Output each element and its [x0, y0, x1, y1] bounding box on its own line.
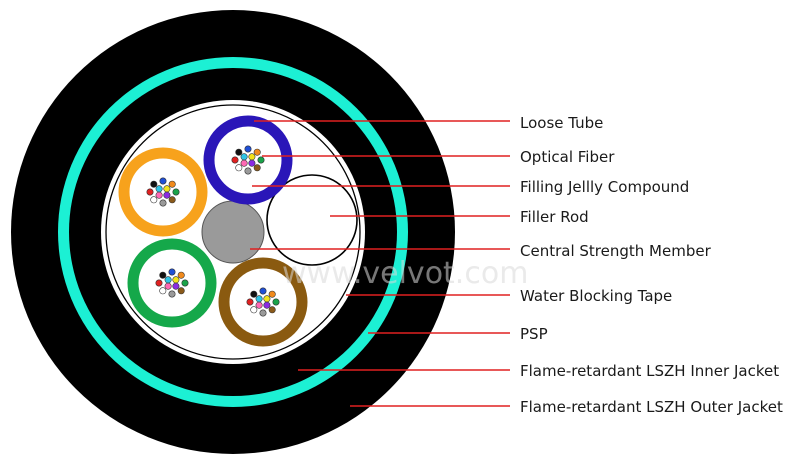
optical-fiber — [244, 167, 252, 175]
loose-tube-brown — [218, 257, 308, 347]
label-water-blocking-tape: Water Blocking Tape — [520, 287, 672, 305]
optical-fiber — [240, 159, 248, 167]
label-filler-rod: Filler Rod — [520, 208, 589, 226]
optical-fiber-bundle — [146, 177, 180, 207]
optical-fiber — [168, 290, 176, 298]
optical-fiber — [168, 196, 176, 204]
optical-fiber — [248, 153, 256, 161]
optical-fiber — [150, 180, 158, 188]
optical-fiber — [155, 279, 163, 287]
optical-fiber — [159, 287, 167, 295]
optical-fiber — [231, 156, 239, 164]
watermark: www.velvot.com — [282, 256, 528, 291]
optical-fiber-bundle — [246, 287, 280, 317]
optical-fiber — [250, 290, 258, 298]
optical-fiber — [168, 268, 176, 276]
optical-fiber — [259, 309, 267, 317]
optical-fiber — [259, 287, 267, 295]
optical-fiber — [146, 188, 154, 196]
label-optical-fiber: Optical Fiber — [520, 148, 615, 166]
optical-fiber — [255, 295, 263, 303]
optical-fiber — [255, 301, 263, 309]
leader-lines — [250, 120, 510, 407]
optical-fiber — [159, 199, 167, 207]
optical-fiber — [150, 196, 158, 204]
optical-fiber — [155, 191, 163, 199]
optical-fiber — [155, 185, 163, 193]
optical-fiber — [164, 282, 172, 290]
loose-tube-orange — [118, 147, 208, 237]
optical-fiber — [257, 156, 265, 164]
optical-fiber — [159, 271, 167, 279]
optical-fiber — [253, 164, 261, 172]
optical-fiber — [172, 282, 180, 290]
label-outer-jacket: Flame-retardant LSZH Outer Jacket — [520, 398, 783, 416]
optical-fiber — [177, 271, 185, 279]
optical-fiber — [163, 191, 171, 199]
optical-fiber-bundle — [155, 268, 189, 298]
label-inner-jacket: Flame-retardant LSZH Inner Jacket — [520, 362, 779, 380]
loose-tubes — [118, 115, 308, 347]
optical-fiber — [248, 159, 256, 167]
optical-fiber — [253, 148, 261, 156]
optical-fiber — [164, 276, 172, 284]
optical-fiber — [177, 287, 185, 295]
filler-rod — [266, 174, 358, 266]
optical-fiber — [159, 177, 167, 185]
label-filling-jelly-compound: Filling Jellly Compound — [520, 178, 689, 196]
optical-fiber — [172, 188, 180, 196]
optical-fiber — [172, 276, 180, 284]
label-psp: PSP — [520, 325, 548, 343]
optical-fiber — [268, 290, 276, 298]
optical-fiber — [263, 295, 271, 303]
optical-fiber-bundle — [231, 145, 265, 175]
optical-fiber — [244, 145, 252, 153]
label-central-strength-member: Central Strength Member — [520, 242, 712, 260]
optical-fiber — [181, 279, 189, 287]
optical-fiber — [240, 153, 248, 161]
central-strength-member — [201, 200, 265, 264]
optical-fiber — [272, 298, 280, 306]
loose-tube-green — [127, 238, 217, 328]
loose-tube-blue — [203, 115, 293, 205]
optical-fiber — [250, 306, 258, 314]
optical-fiber — [235, 148, 243, 156]
label-loose-tube: Loose Tube — [520, 114, 603, 132]
optical-fiber — [168, 180, 176, 188]
optical-fiber — [246, 298, 254, 306]
optical-fiber — [235, 164, 243, 172]
optical-fiber — [268, 306, 276, 314]
optical-fiber — [163, 185, 171, 193]
optical-fiber — [263, 301, 271, 309]
